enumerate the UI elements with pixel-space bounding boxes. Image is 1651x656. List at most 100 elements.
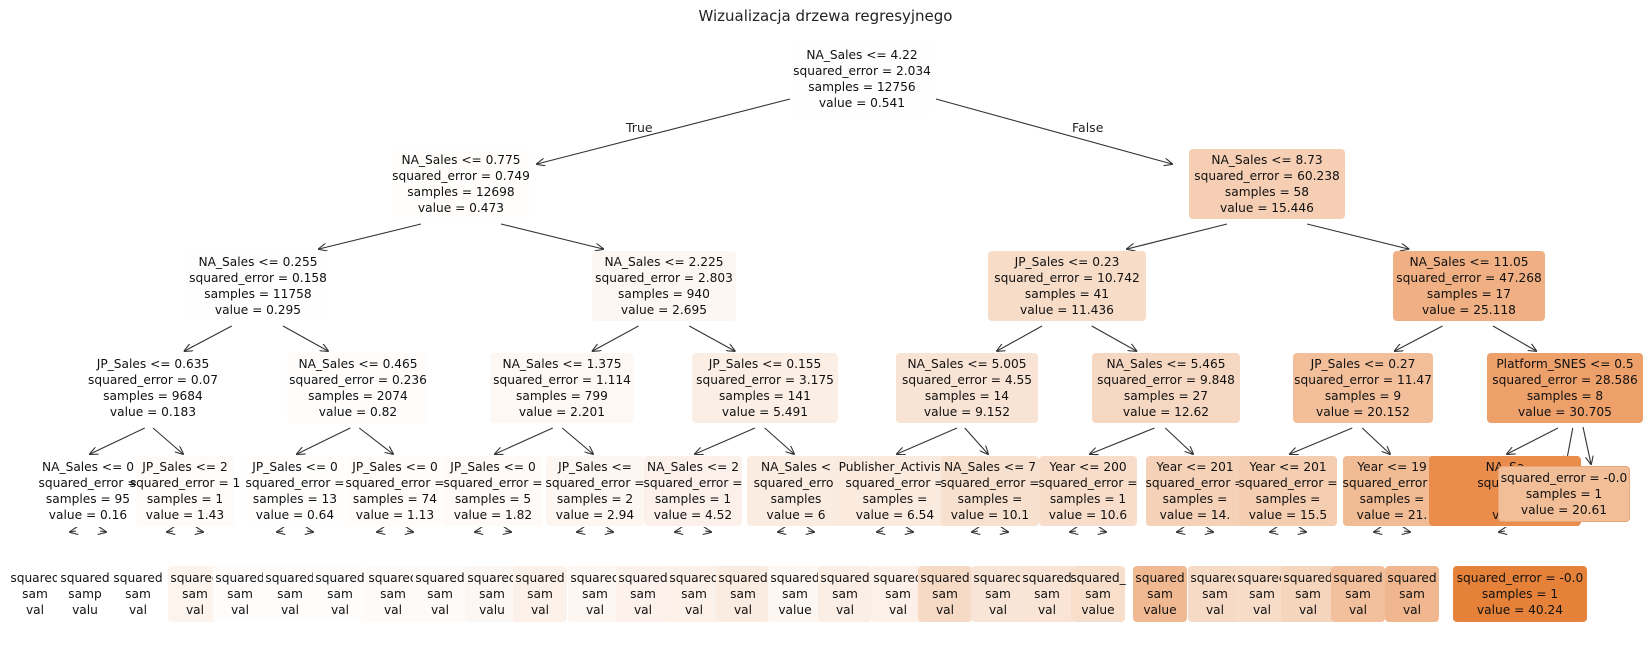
node-line: samples = 1 xyxy=(1525,486,1603,501)
node-line: value = 2.695 xyxy=(620,303,708,318)
node-line: Year <= 201 xyxy=(1249,459,1327,474)
node-line: JP_Sales <= 0 xyxy=(450,459,536,474)
node-line: value = 40.24 xyxy=(1476,603,1564,618)
tree-edge xyxy=(593,325,639,351)
node-line: value = 15.446 xyxy=(1220,201,1314,216)
node-line: value = 0.183 xyxy=(109,405,197,420)
node-line: squared_error = 0.749 xyxy=(392,168,530,183)
node-line: sam xyxy=(427,586,453,601)
node-line: squared xyxy=(973,570,1023,585)
node-line: val xyxy=(684,603,704,618)
node-line: value = 2.201 xyxy=(518,405,606,420)
node-line: NA_Sales <= 7 xyxy=(944,459,1036,474)
tree-edge xyxy=(1499,531,1505,532)
node-line: samples = 41 xyxy=(1024,287,1110,301)
tree-edge xyxy=(377,531,383,532)
node-line: sam xyxy=(125,586,151,601)
node-line: val xyxy=(733,603,753,618)
node-line: squared xyxy=(467,570,517,585)
node-line: value = 30.705 xyxy=(1518,405,1612,420)
tree-edge xyxy=(778,531,784,532)
node-line: val xyxy=(1402,603,1422,618)
node-line: squared_error = xyxy=(1342,475,1442,490)
tree-edge xyxy=(1290,427,1353,454)
node-line: samples = 58 xyxy=(1224,185,1310,199)
node-line: value = 20.61 xyxy=(1520,503,1608,518)
tree-edge xyxy=(70,531,76,532)
node-line: squared_error = 9.848 xyxy=(1097,372,1235,387)
node-line: samples = xyxy=(1162,492,1228,506)
node-line: valu xyxy=(479,603,505,618)
node-line: sam xyxy=(22,586,48,601)
node-line: value = 6 xyxy=(766,508,826,523)
node-line: squared_error = xyxy=(1038,475,1138,490)
tree-edge xyxy=(277,531,283,532)
node-line: squared xyxy=(1135,570,1185,585)
node-line: squared_error = 11.47 xyxy=(1294,372,1432,387)
node-line: JP_Sales <= 0.635 xyxy=(96,356,210,371)
tree-edge xyxy=(1492,325,1536,351)
node-line: squared xyxy=(770,570,820,585)
node-line: squared_error = xyxy=(1145,475,1245,490)
node-line: squared xyxy=(215,570,265,585)
node-line: samples = 8 xyxy=(1526,389,1604,403)
node-line: value = 9.152 xyxy=(923,405,1011,420)
node-line: val xyxy=(383,603,403,618)
node-line: NA_Sales <= 2 xyxy=(647,459,739,474)
node-line: squared xyxy=(669,570,719,585)
node-line: samples = xyxy=(1255,492,1321,506)
tree-edge xyxy=(935,98,1172,164)
node-line: samples = 2074 xyxy=(308,389,408,403)
node-line: value = 0.64 xyxy=(255,508,335,523)
node-line: samples = 9684 xyxy=(103,389,203,403)
node-line: samples = 799 xyxy=(516,389,608,403)
node-line: sam xyxy=(630,586,656,601)
tree-edge xyxy=(505,531,511,532)
tree-edge xyxy=(90,427,145,454)
node-line: NA_Sales <= 1.375 xyxy=(502,356,622,371)
node-line: samples = xyxy=(957,492,1023,506)
node-line: sam xyxy=(985,586,1011,601)
node-line: samples = 27 xyxy=(1123,389,1209,403)
tree-edge xyxy=(1177,531,1183,532)
node-line: samp xyxy=(68,586,102,601)
node-line: value xyxy=(1143,603,1177,618)
edge-label-true: True xyxy=(626,120,653,135)
node-line: JP_Sales <= 0.23 xyxy=(1014,254,1120,269)
node-line: samples = 13 xyxy=(252,492,338,506)
node-line: val xyxy=(935,603,955,618)
node-line: Year <= 201 xyxy=(1156,459,1234,474)
node-line: samples = 9 xyxy=(1324,389,1402,403)
node-line: squared_error = 0.158 xyxy=(189,270,327,285)
tree-edge xyxy=(1361,427,1390,454)
edge-label-false: False xyxy=(1072,120,1104,135)
node-line: samples = 95 xyxy=(45,492,131,506)
node-line: sam xyxy=(182,586,208,601)
tree-edge xyxy=(1300,531,1306,532)
node-line: samples xyxy=(770,492,822,506)
node-line: value = 6.54 xyxy=(855,508,935,523)
tree-edge xyxy=(1374,531,1380,532)
node-line: value = 25.118 xyxy=(1422,303,1516,318)
node-line: squared_error = xyxy=(245,475,345,490)
node-line: value = 4.52 xyxy=(653,508,733,523)
tree-edge xyxy=(695,427,756,454)
node-line: squared_error = xyxy=(845,475,945,490)
tree-edge xyxy=(1207,531,1213,532)
